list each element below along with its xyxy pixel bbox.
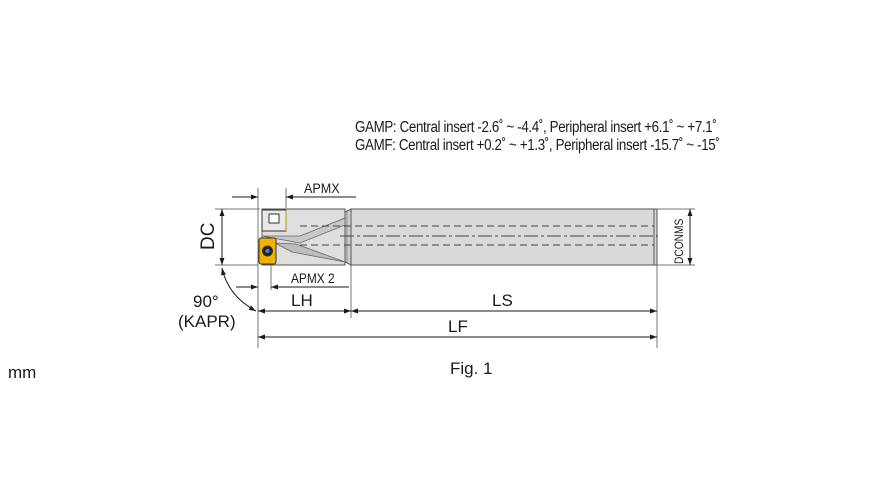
neck-step <box>344 208 352 266</box>
dconms-label: DCONMS <box>673 219 686 264</box>
kapr-label: (KAPR) <box>178 312 236 331</box>
chip-flute <box>261 217 346 244</box>
apmx2-label: APMX 2 <box>291 270 335 286</box>
flute-lower <box>274 242 346 263</box>
kapr-arc <box>221 267 257 312</box>
dc-label: DC <box>198 223 219 250</box>
lf-label: LF <box>448 317 468 336</box>
peripheral-insert-screw-head <box>265 248 270 254</box>
unit-label: mm <box>8 363 37 382</box>
apmx-label: APMX <box>304 180 340 196</box>
ls-label: LS <box>492 291 513 310</box>
lh-label: LH <box>291 291 313 310</box>
shank <box>350 208 658 266</box>
figure-caption: Fig. 1 <box>450 359 493 378</box>
gamp-rake-angle-note: GAMP: Central insert -2.6˚ ~ -4.4˚, Peri… <box>355 119 717 136</box>
central-insert-screw <box>268 213 280 224</box>
tool-body <box>258 208 658 266</box>
gamf-rake-angle-note: GAMF: Central insert +0.2˚ ~ +1.3˚, Peri… <box>355 137 720 154</box>
kapr-angle-label: 90° <box>193 292 219 311</box>
